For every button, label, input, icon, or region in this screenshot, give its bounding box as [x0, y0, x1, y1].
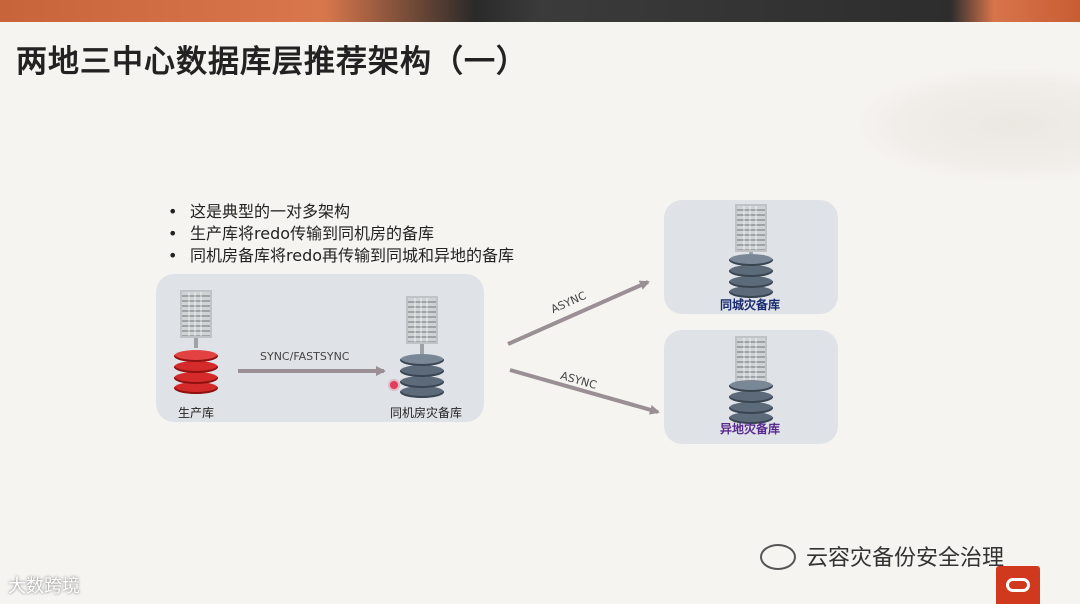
primary-db-label: 生产库: [178, 406, 215, 420]
async-arrow-remote: [509, 368, 660, 415]
same-city-database-icon: [729, 254, 773, 298]
local-standby-server-stand: [420, 344, 424, 354]
top-banner-image: [0, 0, 1080, 22]
same-city-server-icon: [735, 204, 767, 252]
local-standby-label: 同机房灾备库: [390, 406, 463, 420]
bullet-item: 生产库将redo传输到同机房的备库: [168, 223, 514, 245]
primary-database-icon: [174, 350, 218, 394]
primary-server-icon: [180, 290, 212, 338]
remote-database-icon: [729, 380, 773, 424]
decorative-cloud: [860, 70, 1080, 180]
wechat-icon: [760, 544, 796, 570]
local-standby-database-icon: [400, 354, 444, 398]
pointer-dot: [390, 381, 398, 389]
remote-server-icon: [735, 336, 767, 384]
same-city-label: 同城灾备库: [720, 298, 781, 312]
sync-label: SYNC/FASTSYNC: [260, 350, 350, 363]
oracle-logo-icon: [996, 566, 1040, 604]
slide-title: 两地三中心数据库层推荐架构（一）: [16, 44, 528, 80]
bullet-item: 这是典型的一对多架构: [168, 201, 514, 223]
watermark-left: 大数跨境: [8, 576, 80, 597]
remote-label: 异地灾备库: [720, 422, 781, 436]
async-arrow-same-city: [507, 280, 650, 346]
bullet-item: 同机房备库将redo再传输到同城和异地的备库: [168, 245, 514, 267]
local-standby-server-icon: [406, 296, 438, 344]
bullet-list: 这是典型的一对多架构 生产库将redo传输到同机房的备库 同机房备库将redo再…: [168, 201, 514, 267]
primary-server-stand: [194, 338, 198, 348]
watermark-channel: 云容灾备份安全治理: [806, 546, 1005, 571]
